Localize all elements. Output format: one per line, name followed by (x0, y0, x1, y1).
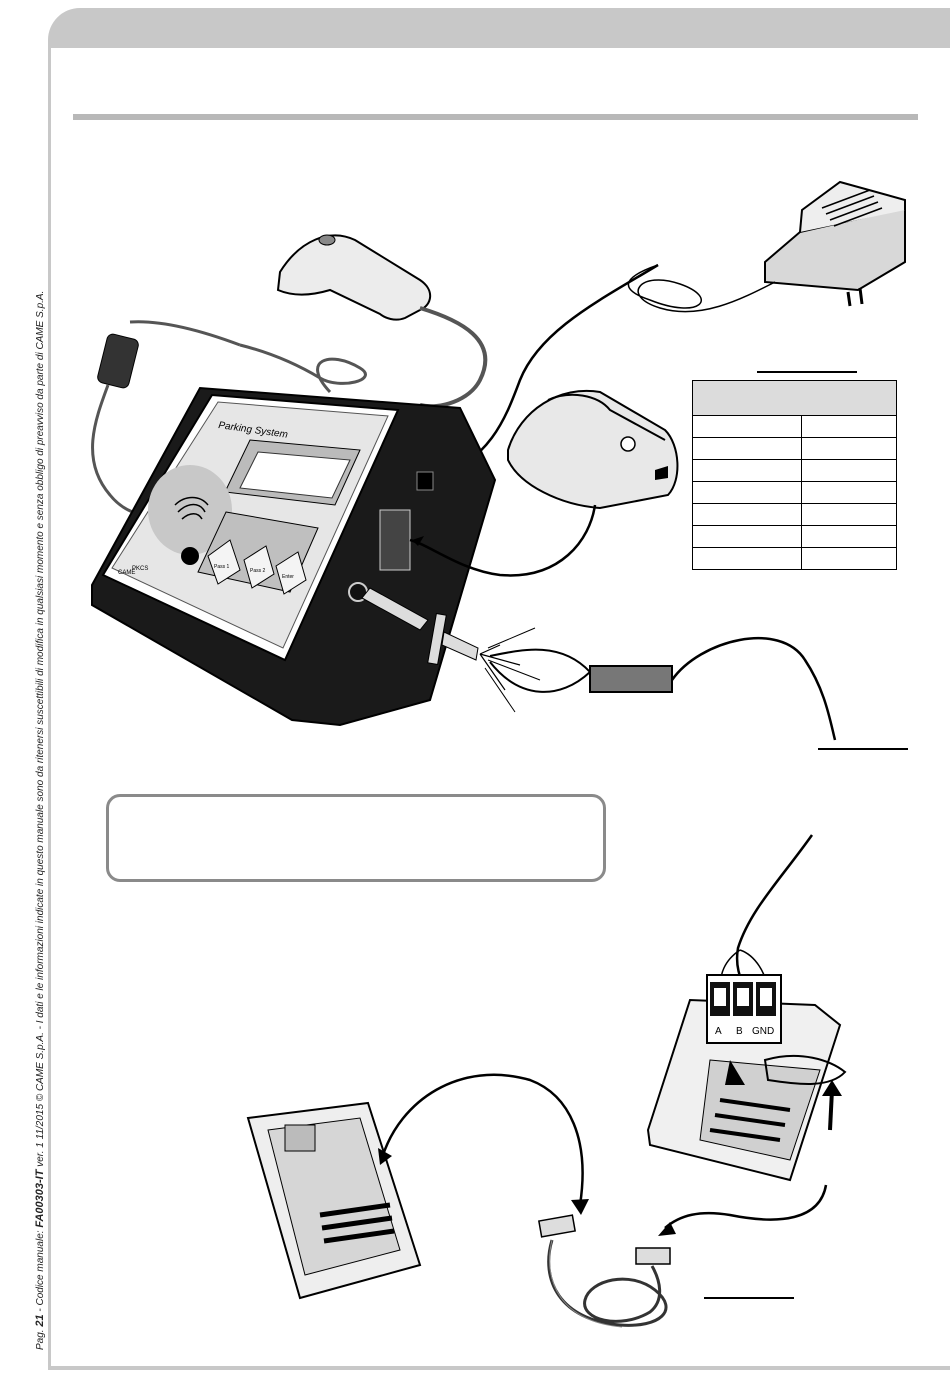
table-row (692, 481, 897, 504)
brand-logo: CAME (118, 570, 135, 576)
barcode-scanner-icon (276, 234, 432, 321)
printer-cable (409, 504, 597, 577)
cable-sleeve (589, 665, 673, 693)
table-row (692, 503, 897, 526)
table-header-cell (692, 380, 897, 416)
terminal-label-gnd: GND (752, 1026, 774, 1037)
printer-icon (507, 389, 679, 510)
jack-plug-icon (361, 587, 479, 666)
table-row (692, 437, 897, 460)
arrow-up-icon (822, 1080, 842, 1096)
key-2-label: Pass 2 (250, 568, 266, 574)
model-label: PKCS (132, 566, 148, 572)
terminal-label-a: A (715, 1026, 722, 1037)
power-adapter-icon (764, 180, 906, 307)
key-3-label: Enter (282, 574, 294, 580)
bus-cable (670, 637, 837, 741)
adapter-coil-cable (627, 264, 776, 313)
table-row (692, 525, 897, 548)
serial-cable-icon (538, 1214, 671, 1328)
page-header-bar (48, 8, 950, 48)
table-caption-line (757, 371, 857, 373)
left-margin-rule (48, 40, 51, 1370)
key-1-label: Pass 1 (214, 564, 230, 570)
table-row (692, 547, 897, 570)
terminal-label-b: B (736, 1026, 743, 1037)
section-title-rule (73, 114, 918, 120)
bottom-rule (48, 1366, 950, 1370)
note-box (106, 794, 606, 882)
control-board-right-icon (646, 998, 847, 1182)
control-board-left-icon (246, 1101, 422, 1300)
table-row (692, 415, 897, 438)
serial-cable-caption-line (704, 1297, 794, 1299)
table-row (692, 459, 897, 482)
terminal-block (706, 974, 782, 1044)
parking-terminal-device (91, 386, 497, 727)
cable-caption-line (818, 748, 908, 750)
left-arrow-cable (380, 1073, 584, 1206)
table-header-row (692, 380, 897, 416)
scanner-cable (419, 306, 488, 409)
spec-table (692, 380, 897, 570)
